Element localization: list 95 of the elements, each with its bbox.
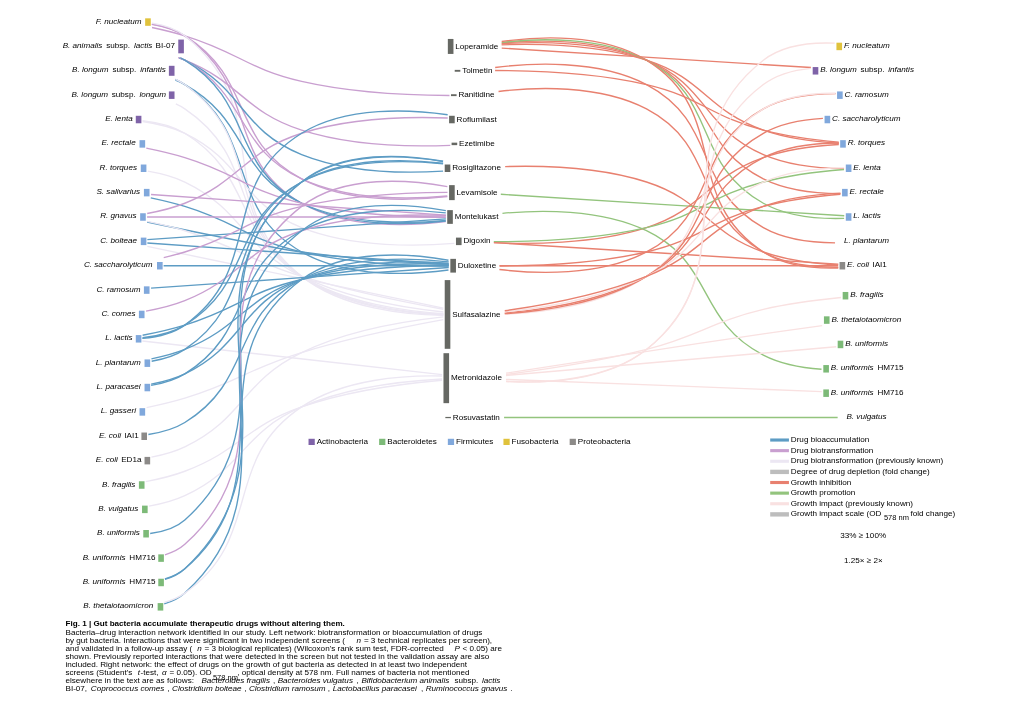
connector xyxy=(501,210,822,370)
node-box xyxy=(140,237,146,246)
connector xyxy=(500,37,839,269)
node-box xyxy=(177,39,184,54)
node-box xyxy=(144,359,150,367)
node-box xyxy=(842,291,848,300)
connector xyxy=(493,63,836,244)
connector xyxy=(503,192,841,312)
node-box xyxy=(822,365,829,373)
node-box xyxy=(168,91,174,99)
node-box xyxy=(455,237,462,246)
connector xyxy=(492,168,845,243)
node-box xyxy=(135,335,141,343)
connector xyxy=(500,42,845,170)
node-box xyxy=(823,316,830,324)
node-box xyxy=(449,258,456,273)
node-box xyxy=(845,213,851,221)
node-box xyxy=(447,38,453,54)
connector xyxy=(498,265,839,267)
connector xyxy=(141,340,443,376)
node-box xyxy=(139,213,146,221)
node-box xyxy=(835,42,842,51)
node-box xyxy=(448,185,455,201)
node-box xyxy=(140,164,146,172)
connector xyxy=(150,316,444,458)
connector xyxy=(149,197,449,267)
connector xyxy=(498,193,841,267)
node-box xyxy=(138,481,145,489)
connector xyxy=(503,142,839,314)
node-box xyxy=(143,188,149,197)
node-box xyxy=(822,389,829,397)
node-box xyxy=(156,262,163,270)
connector xyxy=(162,191,448,259)
node-box xyxy=(168,65,174,76)
node-box xyxy=(442,353,449,404)
node-box xyxy=(157,603,163,611)
node-box xyxy=(144,18,151,26)
connector xyxy=(504,324,823,374)
node-box xyxy=(157,578,164,587)
connector xyxy=(149,193,447,216)
connector xyxy=(146,242,449,265)
node-box xyxy=(845,164,851,172)
node-box xyxy=(450,94,457,97)
connector xyxy=(174,79,446,223)
connector xyxy=(492,241,839,265)
node-box xyxy=(138,310,145,319)
connector xyxy=(504,378,822,393)
node-box xyxy=(448,115,455,124)
connector xyxy=(178,57,444,173)
connector xyxy=(146,245,444,309)
node-box xyxy=(143,286,149,294)
connector xyxy=(502,416,838,419)
node-box xyxy=(140,432,147,441)
node-box xyxy=(144,383,150,392)
connector xyxy=(145,147,446,218)
node-box xyxy=(837,340,843,349)
connector xyxy=(499,193,845,217)
connector xyxy=(146,170,444,313)
node-box xyxy=(144,456,150,465)
connector xyxy=(179,57,446,225)
node-box xyxy=(142,530,149,538)
connector xyxy=(145,216,446,218)
node-box xyxy=(451,142,457,146)
connector xyxy=(149,266,449,289)
node-box xyxy=(444,280,450,349)
node-box xyxy=(446,210,453,224)
node-box xyxy=(824,115,830,124)
node-box xyxy=(444,416,451,419)
connector xyxy=(150,26,450,97)
node-box xyxy=(141,505,148,514)
node-box xyxy=(839,262,845,270)
connector xyxy=(500,39,845,220)
connector xyxy=(504,346,837,377)
node-box xyxy=(454,69,460,72)
connector xyxy=(146,218,447,241)
connector xyxy=(147,378,443,507)
node-box xyxy=(135,115,141,124)
node-box xyxy=(139,140,145,148)
node-box xyxy=(444,164,450,172)
connector xyxy=(145,221,449,266)
connector xyxy=(176,57,451,147)
connector xyxy=(163,375,443,604)
node-box xyxy=(841,188,848,197)
node-box xyxy=(839,140,846,148)
node-box xyxy=(836,91,843,99)
connector xyxy=(149,209,446,386)
node-box xyxy=(139,408,145,416)
connector xyxy=(141,264,449,336)
connector xyxy=(500,47,812,69)
connector xyxy=(150,22,444,317)
connector xyxy=(163,204,447,605)
connector xyxy=(500,40,841,195)
node-box xyxy=(157,554,164,562)
node-box xyxy=(812,67,818,75)
connector xyxy=(493,69,839,143)
